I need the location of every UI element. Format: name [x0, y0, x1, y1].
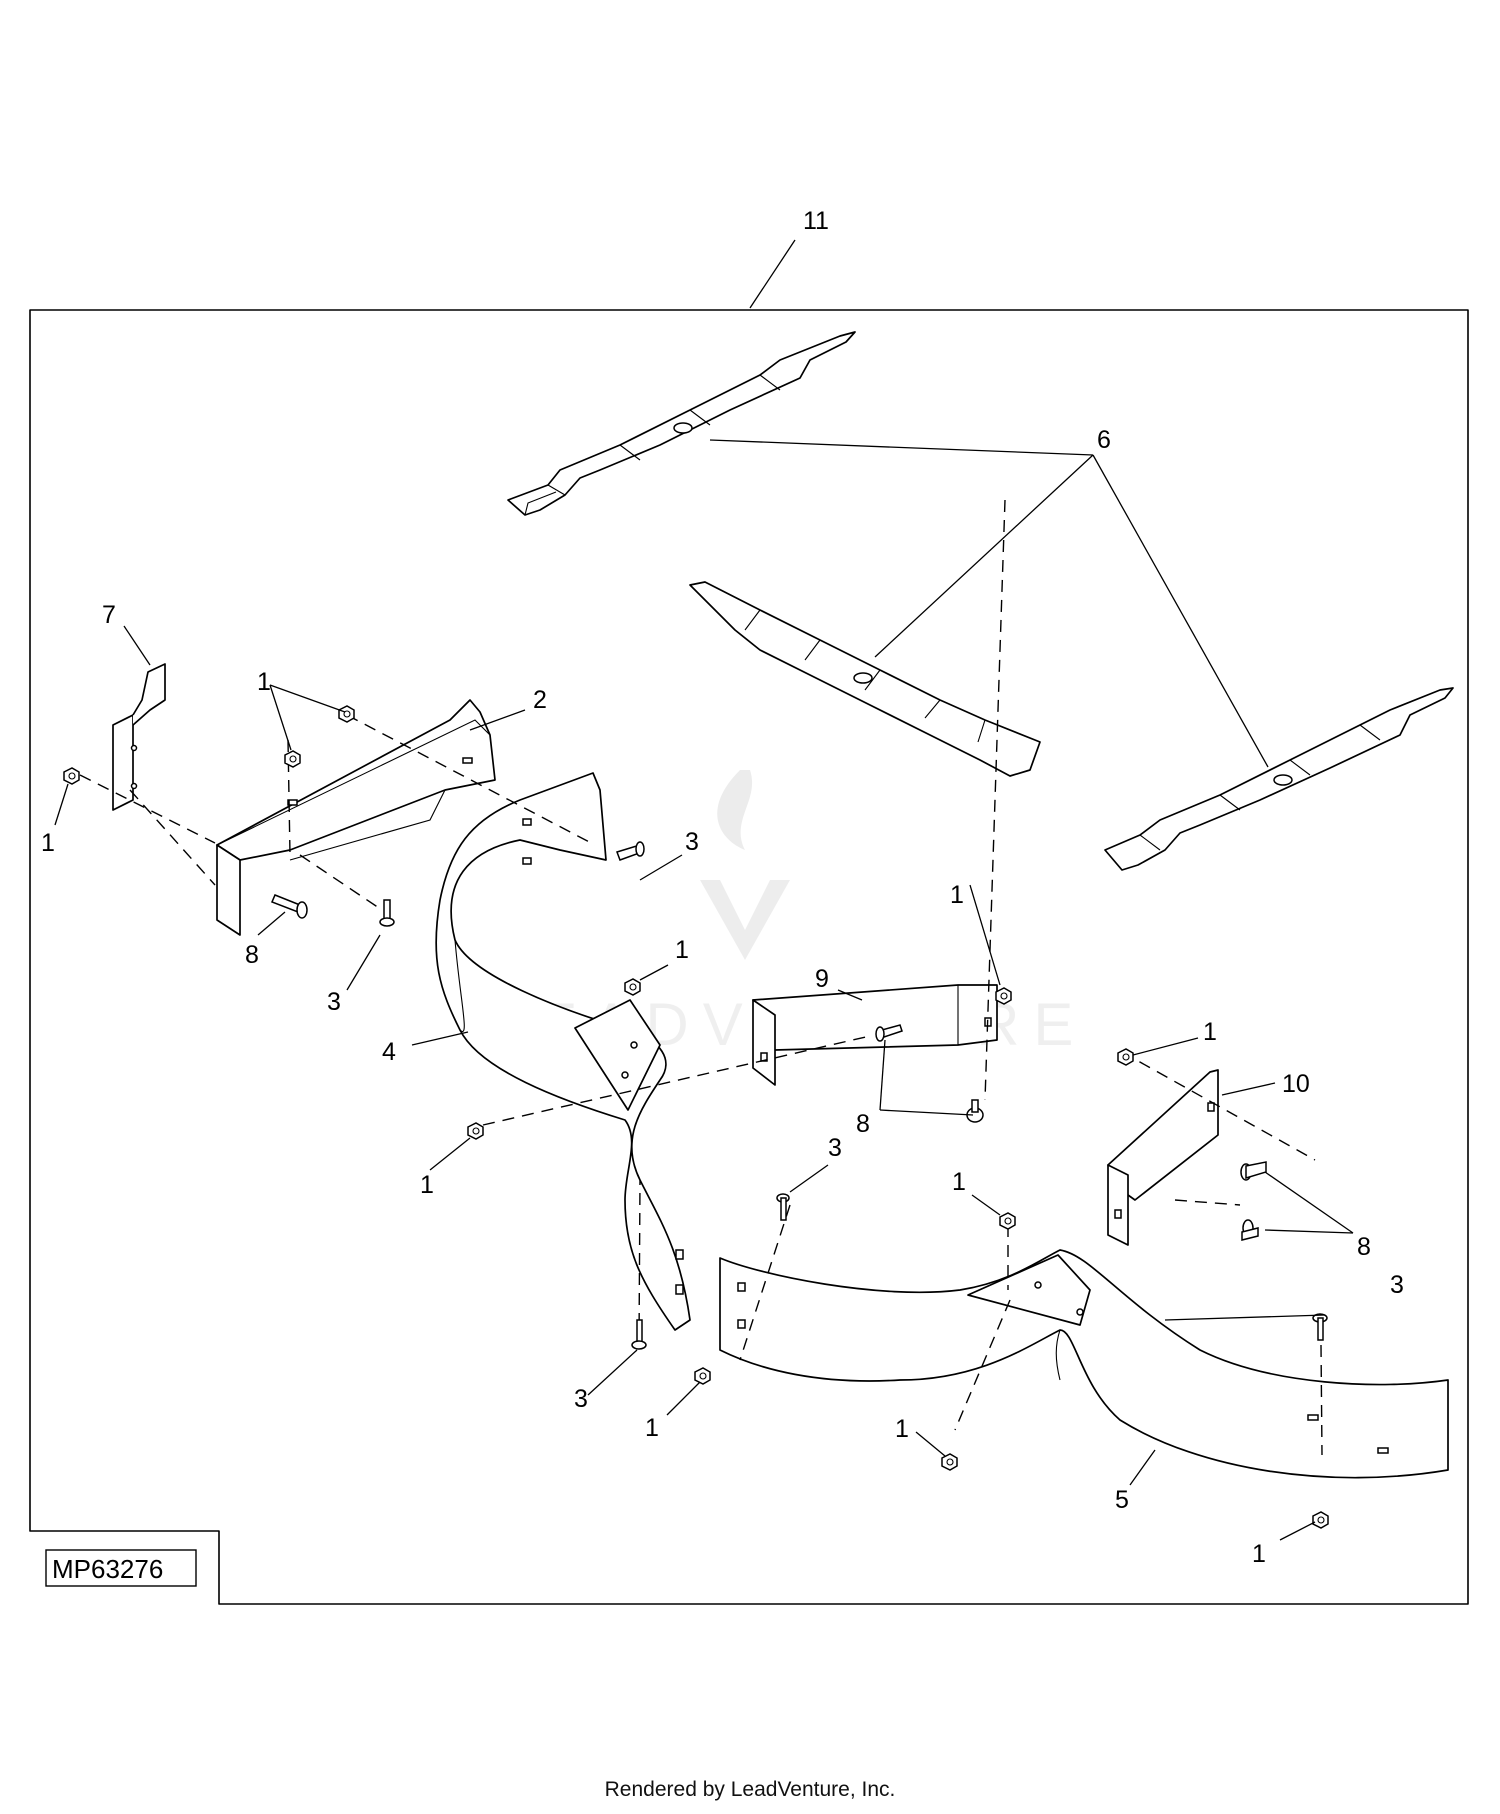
callout-1-e: 1	[1203, 1018, 1217, 1046]
callout-10: 10	[1282, 1070, 1310, 1098]
callout-1-d: 1	[950, 881, 964, 909]
bolt-3-left	[379, 899, 395, 927]
part-5-baffle	[719, 1249, 1449, 1479]
callout-3-e: 3	[574, 1385, 588, 1413]
figure-code: MP63276	[52, 1554, 163, 1584]
nut-1-right-upper	[995, 987, 1012, 1005]
leader-lines	[54, 239, 1354, 1541]
nut-1-left	[63, 767, 80, 785]
nut-1-band-5-right	[1312, 1511, 1329, 1529]
blade-right	[1104, 687, 1454, 871]
callout-1-a: 1	[257, 668, 271, 696]
part-9-bracket	[752, 984, 998, 1086]
part-10-bracket	[1107, 1069, 1219, 1246]
bolt-8-bracket-9-lower	[966, 1099, 984, 1123]
nut-1-upper-a	[338, 705, 355, 723]
alignment-lines	[79, 499, 1323, 1456]
callout-1-b: 1	[41, 829, 55, 857]
callout-5: 5	[1115, 1486, 1129, 1514]
bolt-8-bracket-9	[875, 1024, 903, 1042]
callout-1-i: 1	[895, 1415, 909, 1443]
callout-3-c: 3	[828, 1134, 842, 1162]
part-4-baffle	[435, 772, 691, 1331]
callout-8-c: 8	[1357, 1233, 1371, 1261]
blade-middle	[689, 581, 1041, 777]
nut-1-band-5-top	[999, 1212, 1016, 1230]
bolt-3-band-5-right	[1312, 1313, 1328, 1341]
callout-1-g: 1	[952, 1168, 966, 1196]
bolt-3-band-5-left	[776, 1193, 790, 1221]
callout-9: 9	[815, 965, 829, 993]
callout-8-b: 8	[856, 1110, 870, 1138]
callout-4: 4	[382, 1038, 396, 1066]
callout-labels: 11 6 7 1 2 1 3 8 3 4 1 9 1 1 10 8 1 3 1 …	[41, 207, 1404, 1568]
callout-1-h: 1	[645, 1414, 659, 1442]
nut-1-center	[624, 978, 641, 996]
callout-1-c: 1	[675, 936, 689, 964]
blade-top	[507, 331, 856, 516]
callout-6: 6	[1097, 426, 1111, 454]
callout-1-j: 1	[1252, 1540, 1266, 1568]
callout-3-a: 3	[685, 828, 699, 856]
bolt-8-bracket-2	[271, 894, 308, 919]
part-7-plate	[112, 663, 166, 811]
bolt-3-upper	[616, 841, 645, 861]
nut-1-upper-b	[284, 750, 301, 768]
callout-3-d: 3	[1390, 1271, 1404, 1299]
nut-1-band-4-bottom	[694, 1367, 711, 1385]
footer-credit: Rendered by LeadVenture, Inc.	[604, 1778, 896, 1801]
part-2-bracket	[216, 699, 496, 936]
callout-2: 2	[533, 686, 547, 714]
nut-1-band-5-bottom	[941, 1453, 958, 1471]
callout-3-b: 3	[327, 988, 341, 1016]
bolt-8-bracket-10-b	[1241, 1219, 1259, 1241]
bolt-3-band-4	[631, 1319, 647, 1350]
watermark-logo	[700, 770, 790, 960]
callout-7: 7	[102, 601, 116, 629]
nut-1-left-lower	[467, 1122, 484, 1140]
assembly-frame	[29, 309, 1469, 1605]
callout-8-a: 8	[245, 941, 259, 969]
bolt-8-bracket-10-a	[1240, 1161, 1267, 1181]
callout-1-f: 1	[420, 1171, 434, 1199]
callout-11: 11	[803, 207, 829, 235]
figure-code-box	[45, 1549, 197, 1587]
hardware	[63, 705, 1329, 1529]
nut-1-bracket-10	[1117, 1048, 1134, 1066]
